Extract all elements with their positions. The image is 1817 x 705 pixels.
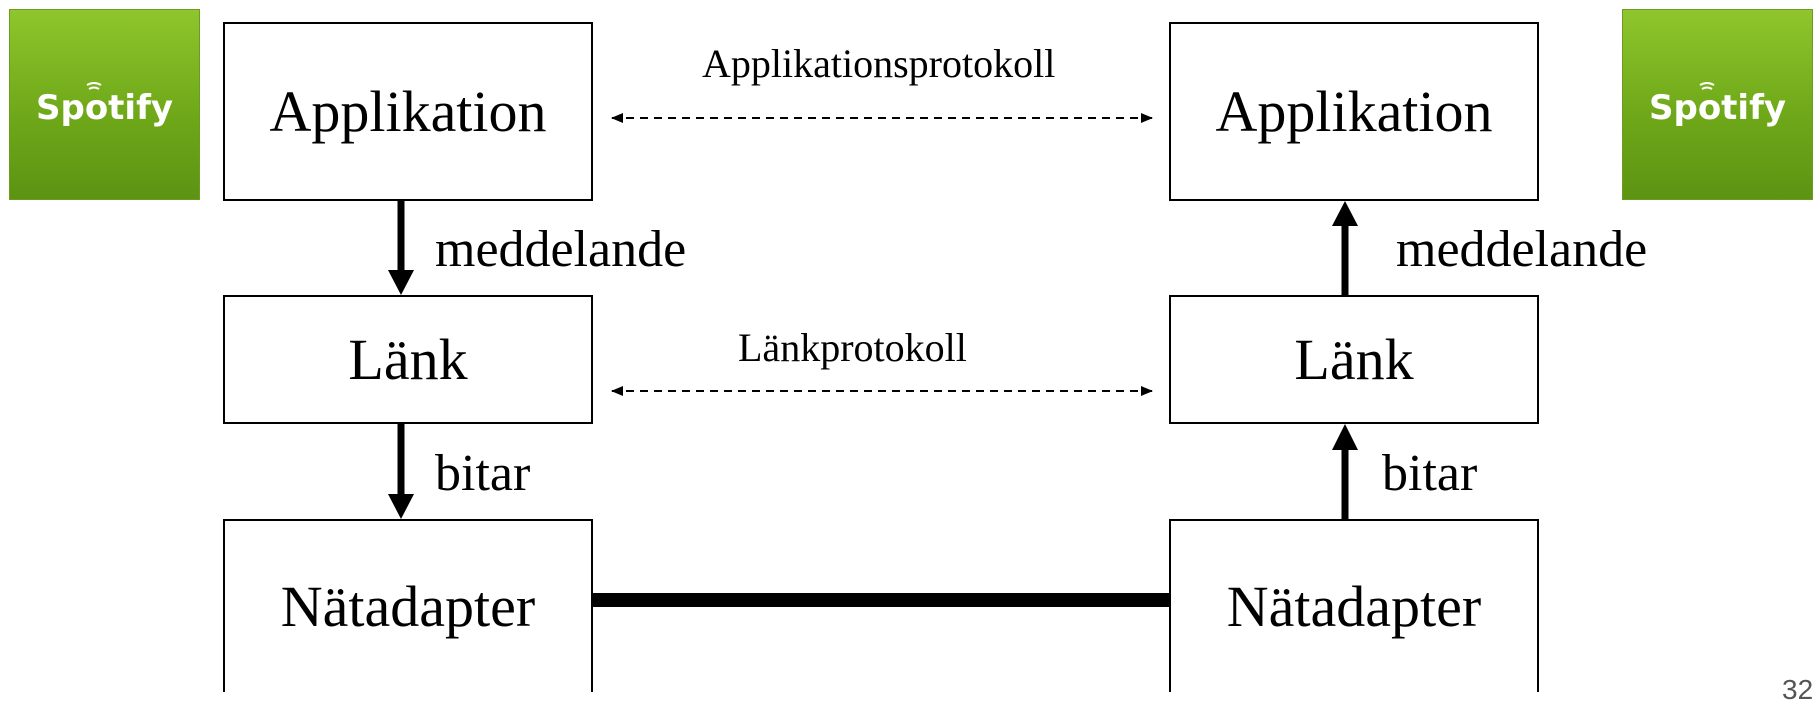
left-application-box: Applikation — [223, 22, 593, 201]
svg-text:Spotify: Spotify — [36, 88, 173, 128]
left-adapter-label: Nätadapter — [280, 573, 536, 639]
right-bits-arrow — [1332, 424, 1358, 519]
page-number: 32 — [1782, 674, 1814, 705]
svg-text:Spotify: Spotify — [1649, 88, 1786, 128]
link-protocol-label: Länkprotokoll — [738, 325, 967, 370]
left-message-arrow — [388, 201, 414, 295]
right-link-label: Länk — [1294, 326, 1414, 392]
spotify-logo-right: Spotify — [1622, 9, 1813, 200]
right-message-arrow — [1332, 201, 1358, 295]
right-link-box: Länk — [1169, 295, 1539, 424]
right-message-label: meddelande — [1396, 221, 1648, 278]
left-application-label: Applikation — [269, 78, 547, 144]
left-message-label: meddelande — [435, 221, 687, 278]
left-link-box: Länk — [223, 295, 593, 424]
spotify-logo-icon: Spotify — [36, 81, 173, 128]
right-adapter-label: Nätadapter — [1226, 573, 1482, 639]
left-adapter-box: Nätadapter — [223, 519, 593, 692]
right-bits-label: bitar — [1382, 445, 1478, 502]
right-application-box: Applikation — [1169, 22, 1539, 201]
left-bits-label: bitar — [435, 445, 531, 502]
left-bits-arrow — [388, 424, 414, 519]
spotify-logo-left: Spotify — [9, 9, 200, 200]
left-link-label: Länk — [348, 326, 468, 392]
application-protocol-label: Applikationsprotokoll — [702, 41, 1056, 86]
right-application-label: Applikation — [1215, 78, 1493, 144]
right-adapter-box: Nätadapter — [1169, 519, 1539, 692]
spotify-logo-icon: Spotify — [1649, 81, 1786, 128]
